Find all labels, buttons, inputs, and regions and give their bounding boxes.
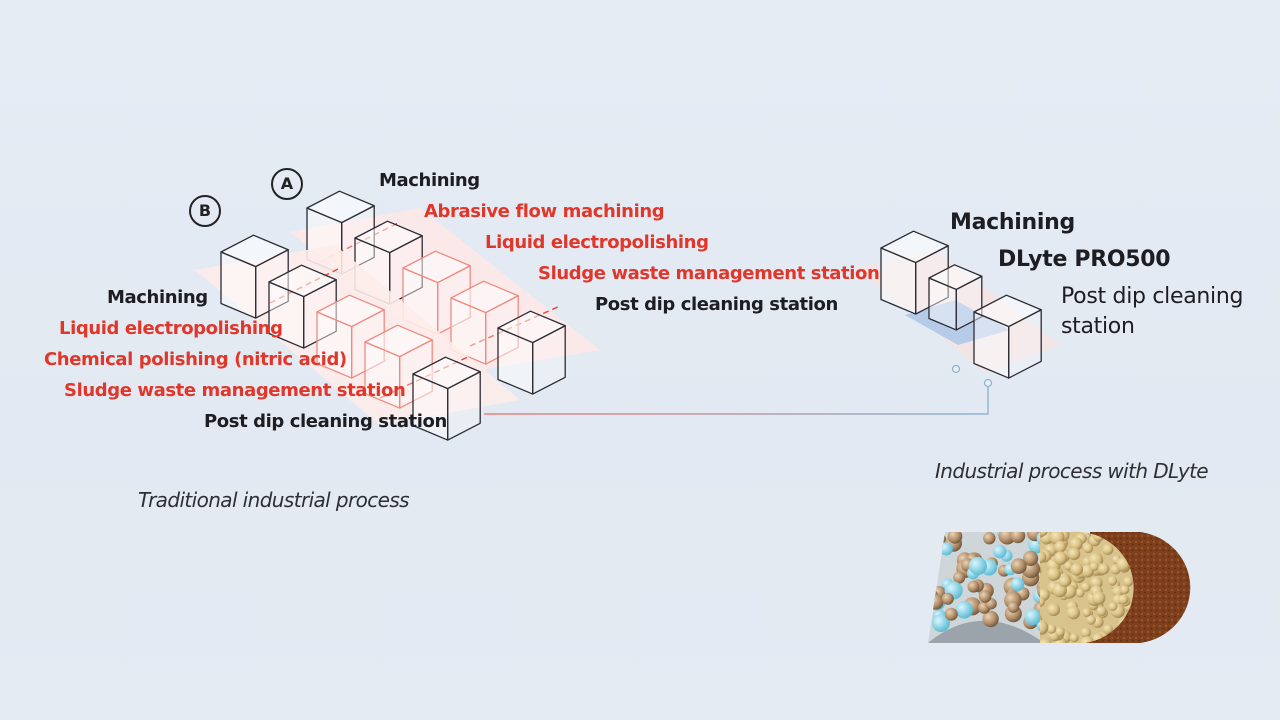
yellow-bead bbox=[1082, 608, 1092, 617]
mixed-bead bbox=[1032, 587, 1040, 604]
mixed-bead bbox=[992, 544, 1007, 559]
line-b-label-electropolishing: Liquid electropolishing bbox=[59, 318, 283, 339]
line-a-label-machining: Machining bbox=[379, 170, 480, 191]
yellow-bead bbox=[1054, 540, 1067, 553]
mixed-bead bbox=[929, 539, 942, 552]
yellow-bead bbox=[1067, 547, 1081, 561]
yellow-bead bbox=[1058, 575, 1071, 588]
yellow-bead bbox=[1102, 543, 1114, 555]
cube-dlyte-machine bbox=[928, 264, 983, 331]
marker-b: B bbox=[189, 195, 221, 227]
mixed-bead bbox=[968, 556, 987, 576]
dlyte-label-machining: Machining bbox=[950, 210, 1075, 235]
line-a-label-abrasive-flow: Abrasive flow machining bbox=[424, 201, 665, 222]
yellow-bead bbox=[1118, 594, 1129, 605]
dlyte-label-machine: DLyte PRO500 bbox=[998, 247, 1171, 272]
yellow-bead bbox=[1120, 585, 1130, 595]
cube-b-chemical bbox=[316, 294, 385, 379]
line-a-label-sludge: Sludge waste management station bbox=[538, 263, 880, 284]
logo-mixed-shape bbox=[928, 532, 1040, 643]
mixed-bead bbox=[982, 610, 999, 628]
yellow-bead bbox=[1107, 576, 1118, 586]
line-b-dash-top bbox=[269, 267, 341, 304]
line-a-label-post-dip: Post dip cleaning station bbox=[595, 294, 838, 315]
yellow-bead bbox=[1046, 567, 1061, 581]
yellow-bead bbox=[1069, 633, 1079, 643]
mixed-bead bbox=[983, 532, 996, 545]
yellow-bead bbox=[1069, 537, 1083, 551]
mixed-bead bbox=[928, 537, 941, 557]
mixed-bead bbox=[1024, 608, 1040, 626]
yellow-bead bbox=[1090, 576, 1103, 589]
connector-end-b bbox=[983, 378, 993, 388]
connector-line-b bbox=[484, 386, 989, 415]
yellow-bead bbox=[1038, 638, 1052, 643]
mixed-bead bbox=[931, 614, 950, 633]
line-a-label-electropolishing: Liquid electropolishing bbox=[485, 232, 709, 253]
yellow-bead bbox=[1075, 588, 1085, 598]
cube-b-electropolishing bbox=[268, 264, 337, 349]
yellow-bead bbox=[1089, 561, 1099, 572]
mixed-bead bbox=[1007, 601, 1020, 613]
dlyte-caption: Industrial process with DLyte bbox=[935, 459, 1209, 483]
line-b-label-chemical-polishing: Chemical polishing (nitric acid) bbox=[44, 349, 347, 370]
yellow-bead bbox=[1038, 531, 1048, 536]
yellow-bead bbox=[1046, 624, 1057, 634]
line-b-label-sludge: Sludge waste management station bbox=[64, 380, 406, 401]
line-b-group bbox=[195, 234, 520, 441]
mixed-bead bbox=[928, 581, 937, 596]
yellow-bead bbox=[1080, 627, 1092, 638]
connector-end-a bbox=[951, 364, 961, 374]
dlyte-label-post-dip-1: Post dip cleaning bbox=[1061, 284, 1244, 309]
yellow-bead bbox=[1066, 606, 1080, 620]
line-a-dash-bottom bbox=[469, 305, 561, 347]
line-b-label-post-dip: Post dip cleaning station bbox=[204, 411, 447, 432]
yellow-bead bbox=[1055, 627, 1065, 637]
cube-dlyte-post-dip bbox=[973, 294, 1042, 379]
dlyte-label-post-dip-2: station bbox=[1061, 314, 1135, 339]
mixed-bead bbox=[928, 594, 944, 610]
mixed-bead bbox=[1023, 550, 1039, 567]
yellow-bead bbox=[1122, 576, 1134, 587]
line-b-label-machining: Machining bbox=[107, 287, 208, 308]
yellow-bead bbox=[1091, 591, 1106, 605]
yellow-bead bbox=[1070, 563, 1084, 576]
traditional-caption: Traditional industrial process bbox=[138, 488, 410, 512]
cube-b-post-dip bbox=[412, 356, 481, 441]
yellow-bead bbox=[1108, 602, 1118, 611]
mixed-bead bbox=[955, 601, 973, 619]
yellow-bead bbox=[1097, 563, 1110, 575]
mixed-bead bbox=[941, 592, 954, 605]
yellow-bead bbox=[1080, 636, 1095, 643]
cube-a-post-dip bbox=[497, 310, 566, 395]
mixed-bead bbox=[1010, 577, 1025, 591]
dlyte-group bbox=[855, 230, 1060, 379]
yellow-bead bbox=[1053, 551, 1068, 565]
dlyte-tray bbox=[905, 300, 1010, 345]
yellow-bead bbox=[1103, 624, 1113, 635]
yellow-bead bbox=[1049, 531, 1065, 545]
yellow-bead bbox=[1081, 582, 1091, 592]
connectors bbox=[484, 364, 993, 415]
yellow-bead bbox=[1096, 606, 1107, 617]
dlyte-logo-graphic bbox=[928, 531, 1191, 643]
mixed-bead bbox=[939, 542, 953, 556]
mixed-bead bbox=[967, 580, 980, 593]
yellow-bead bbox=[1047, 603, 1060, 617]
yellow-bead bbox=[1086, 615, 1096, 625]
mixed-bead bbox=[1010, 532, 1026, 544]
marker-a: A bbox=[271, 168, 303, 200]
mixed-bead bbox=[953, 571, 966, 584]
mixed-bead bbox=[1036, 619, 1040, 632]
yellow-bead bbox=[1118, 531, 1129, 534]
mixed-bead bbox=[998, 532, 1017, 545]
yellow-bead bbox=[1082, 543, 1094, 554]
mixed-bead bbox=[1010, 558, 1027, 574]
mixed-bead bbox=[947, 532, 963, 544]
mixed-bead bbox=[1028, 536, 1040, 554]
mixed-bead bbox=[944, 607, 958, 621]
mixed-bead bbox=[978, 590, 992, 603]
cube-b-sludge bbox=[364, 324, 433, 409]
